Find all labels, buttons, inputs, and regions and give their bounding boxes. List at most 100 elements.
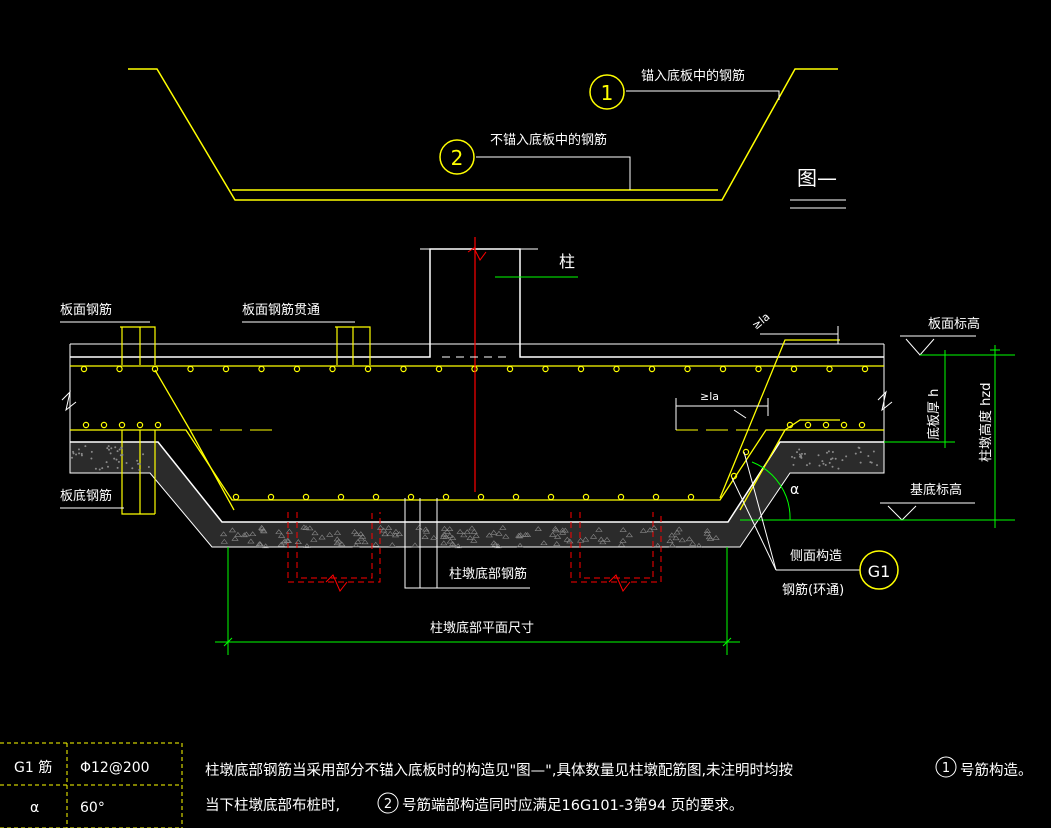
concrete-speck [798,448,801,451]
concrete-speck [446,538,454,544]
note-right-text: 号筋构造。 [960,762,1033,779]
concrete-speck [260,528,268,534]
concrete-speck [108,448,111,451]
concrete-hatch [71,445,879,549]
concrete-speck [859,461,862,464]
concrete-speck [703,528,712,533]
concrete-speck [446,532,454,538]
top-rebar-through-label: 板面钢筋贯通 [242,302,320,318]
bottom-rebar-dot [652,493,660,501]
concrete-speck [300,524,308,530]
table-row-2-value: 60° [80,800,105,816]
top-rebar-dot [364,365,372,373]
concrete-speck [582,536,590,542]
concrete-speck [422,526,430,532]
side-construction-label: 侧面构造 [790,549,842,564]
top-rebar-dot [542,365,549,373]
concrete-speck [422,528,431,534]
top-rebar-dot [116,365,123,373]
concrete-speck [540,540,548,546]
concrete-speck [231,535,239,541]
slab-top-elevation-label: 板面标高 [928,316,980,332]
base-elevation-label: 基底标高 [910,482,962,498]
concrete-speck [440,540,448,546]
bottom-rebar-dot [232,493,240,501]
concrete-speck [353,531,361,537]
concrete-speck [136,459,139,462]
concrete-speck [456,528,464,534]
concrete-speck [450,542,458,548]
concrete-speck [326,531,334,537]
concrete-speck [845,455,848,458]
concrete-speck [668,532,676,538]
concrete-speck [80,454,83,457]
concrete-speck [566,538,574,544]
top-rebar-dots [80,365,869,373]
concrete-speck [821,460,824,463]
concrete-speck [595,527,603,532]
top-rebar-dot [826,365,833,373]
top-rebar-dot [400,365,407,373]
concrete-speck [294,539,302,544]
concrete-speck [257,542,265,547]
concrete-speck [824,463,827,466]
la-dimension-top [760,326,839,344]
concrete-speck [549,531,557,537]
concrete-speck [867,454,870,457]
top-rebar-label: 板面钢筋 [60,302,112,318]
concrete-speck [110,447,113,450]
pile-right [570,512,662,583]
concrete-speck [695,542,703,548]
concrete-speck [449,535,457,540]
pile-left-break [325,574,348,592]
g1-callout-text: G1 [868,562,891,581]
concrete-speck [228,527,237,533]
concrete-speck [854,452,857,455]
concrete-cushion [69,441,885,548]
concrete-speck [619,527,627,532]
concrete-speck [75,453,78,456]
bottom-rebar-dot [582,493,590,501]
bottom-rebar-dots [82,421,866,501]
concrete-speck [650,525,658,530]
concrete-speck [678,537,686,543]
concrete-speck [131,467,134,470]
concrete-speck [793,456,796,459]
column-label: 柱 [559,252,575,271]
bottom-rebar-dot [100,421,108,429]
concrete-speck [834,457,837,460]
concrete-speck [421,534,429,539]
concrete-speck [872,450,875,453]
concrete-speck [673,529,681,535]
callout-2-circle [439,139,475,175]
alpha-arc [751,461,791,521]
plan-size-label: 柱墩底部平面尺寸 [430,620,534,636]
concrete-speck [516,533,524,539]
slab-thickness-dimension [884,350,955,448]
concrete-speck [380,527,388,533]
concrete-speck [116,450,119,453]
pier-height-label: 柱墩高度 hzd [978,383,994,462]
concrete-speck [381,531,389,537]
note-line-2b: 号筋端部构造同时应满足16G101-3第94 页的要求。 [402,796,743,814]
callout-1-number: 1 [601,81,614,105]
concrete-speck [283,537,291,543]
concrete-speck [470,537,478,543]
concrete-speck [247,538,255,544]
plan-size-dimension [215,547,740,655]
concrete-speck [118,448,121,451]
bottom-rebar-dot [372,493,380,501]
side-construction-leader [731,451,860,571]
slab-bottom-line [70,441,884,523]
top-rebar-dot [719,365,727,373]
pier-rebar-marker [404,498,530,589]
concrete-speck [817,454,820,457]
bottom-rebar-dot [407,493,415,501]
concrete-speck [311,530,319,536]
concrete-speck [255,541,263,547]
concrete-speck [800,452,803,455]
la-top-label: ≥la [750,310,773,332]
concrete-speck [516,542,524,548]
concrete-speck [446,526,454,532]
bottom-rebar-dot [617,493,625,501]
